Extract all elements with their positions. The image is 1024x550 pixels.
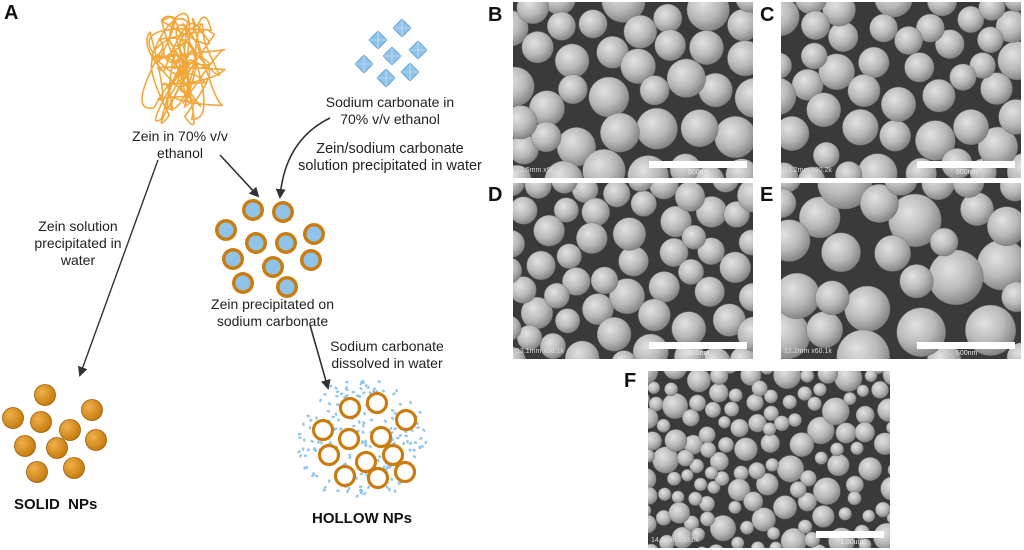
hollow-np bbox=[393, 460, 417, 484]
sem-magnification: 12.2mm x60.1k bbox=[784, 348, 832, 355]
solid-np bbox=[46, 437, 68, 459]
scale-bar bbox=[917, 342, 1015, 349]
sem-magnification: 13.1mm x60.1k bbox=[516, 348, 564, 355]
solid-np bbox=[30, 411, 52, 433]
hollow-np bbox=[369, 425, 393, 449]
hollow-np-icon bbox=[297, 379, 428, 498]
scale-bar-label: 500nm bbox=[956, 350, 978, 357]
arrow-carbonate-to-coreshell bbox=[275, 117, 331, 199]
arrow-zein-to-solid bbox=[78, 159, 159, 377]
scale-bar bbox=[917, 161, 1015, 168]
sem-magnification: 13.2mm x90.2k bbox=[784, 167, 832, 174]
solid-np bbox=[2, 407, 24, 429]
scale-bar-label: 500nm bbox=[688, 169, 710, 176]
panel-label-a: A bbox=[4, 2, 19, 24]
solid-np bbox=[59, 419, 81, 441]
solid-np bbox=[81, 399, 103, 421]
panel-label-b: B bbox=[488, 4, 503, 26]
label-hollow-nps: HOLLOW NPs bbox=[312, 510, 412, 527]
hollow-np bbox=[366, 466, 390, 490]
scale-bar bbox=[649, 161, 747, 168]
solid-np bbox=[34, 384, 56, 406]
sem-image-e bbox=[781, 183, 1021, 359]
label-sodium-dissolved: Sodium carbonate dissolved in water bbox=[330, 338, 444, 371]
panel-label-d: D bbox=[488, 184, 503, 206]
label-solid-nps: SOLID NPs bbox=[14, 496, 98, 513]
solid-np bbox=[85, 429, 107, 451]
hollow-np bbox=[311, 418, 335, 442]
core-shell-particle-icon bbox=[215, 199, 325, 298]
hollow-np bbox=[354, 450, 378, 474]
hollow-np bbox=[337, 427, 361, 451]
scale-bar bbox=[649, 342, 747, 349]
sodium-carbonate-crystal-icon bbox=[354, 18, 428, 88]
scale-bar-label: 1.00um bbox=[840, 539, 864, 546]
zein-strand bbox=[141, 12, 226, 126]
scale-bar-label: 500nm bbox=[688, 350, 710, 357]
panel-label-e: E bbox=[760, 184, 774, 206]
zein-coil-icon bbox=[141, 12, 226, 126]
solid-np bbox=[14, 435, 36, 457]
sem-image-d bbox=[513, 183, 753, 359]
solid-np bbox=[63, 457, 85, 479]
hollow-np bbox=[365, 391, 389, 415]
scale-bar-label: 500nm bbox=[956, 169, 978, 176]
sem-image-b bbox=[513, 2, 753, 178]
solid-np bbox=[26, 461, 48, 483]
hollow-np bbox=[338, 396, 362, 420]
label-zein-precipitated-water: Zein solution precipitated in water bbox=[34, 218, 122, 268]
sem-magnification: 12.5mm x90.1k bbox=[516, 167, 564, 174]
sem-images bbox=[513, 2, 1021, 548]
hollow-np bbox=[394, 408, 418, 432]
sem-magnification: 14.2mm x30.0k bbox=[651, 537, 699, 544]
hollow-np bbox=[333, 464, 357, 488]
arrow-zein-to-coreshell bbox=[219, 154, 260, 198]
arrow-coreshell-to-hollow bbox=[309, 324, 331, 390]
scale-bar bbox=[816, 531, 884, 538]
sem-image-f bbox=[648, 371, 890, 548]
sem-image-c bbox=[781, 2, 1021, 178]
panel-label-c: C bbox=[760, 4, 775, 26]
panel-label-f: F bbox=[624, 370, 637, 392]
label-zein-on-sodium: Zein precipitated on sodium carbonate bbox=[211, 296, 334, 329]
hollow-np bbox=[317, 443, 341, 467]
label-sodium-ethanol: Sodium carbonate in 70% v/v ethanol bbox=[325, 94, 455, 127]
label-zein-sodium-precipitated: Zein/sodium carbonate solution precipita… bbox=[298, 141, 482, 174]
label-zein-ethanol: Zein in 70% v/v ethanol bbox=[132, 128, 228, 161]
hollow-np bbox=[381, 443, 405, 467]
solid-np-icon bbox=[2, 384, 107, 483]
